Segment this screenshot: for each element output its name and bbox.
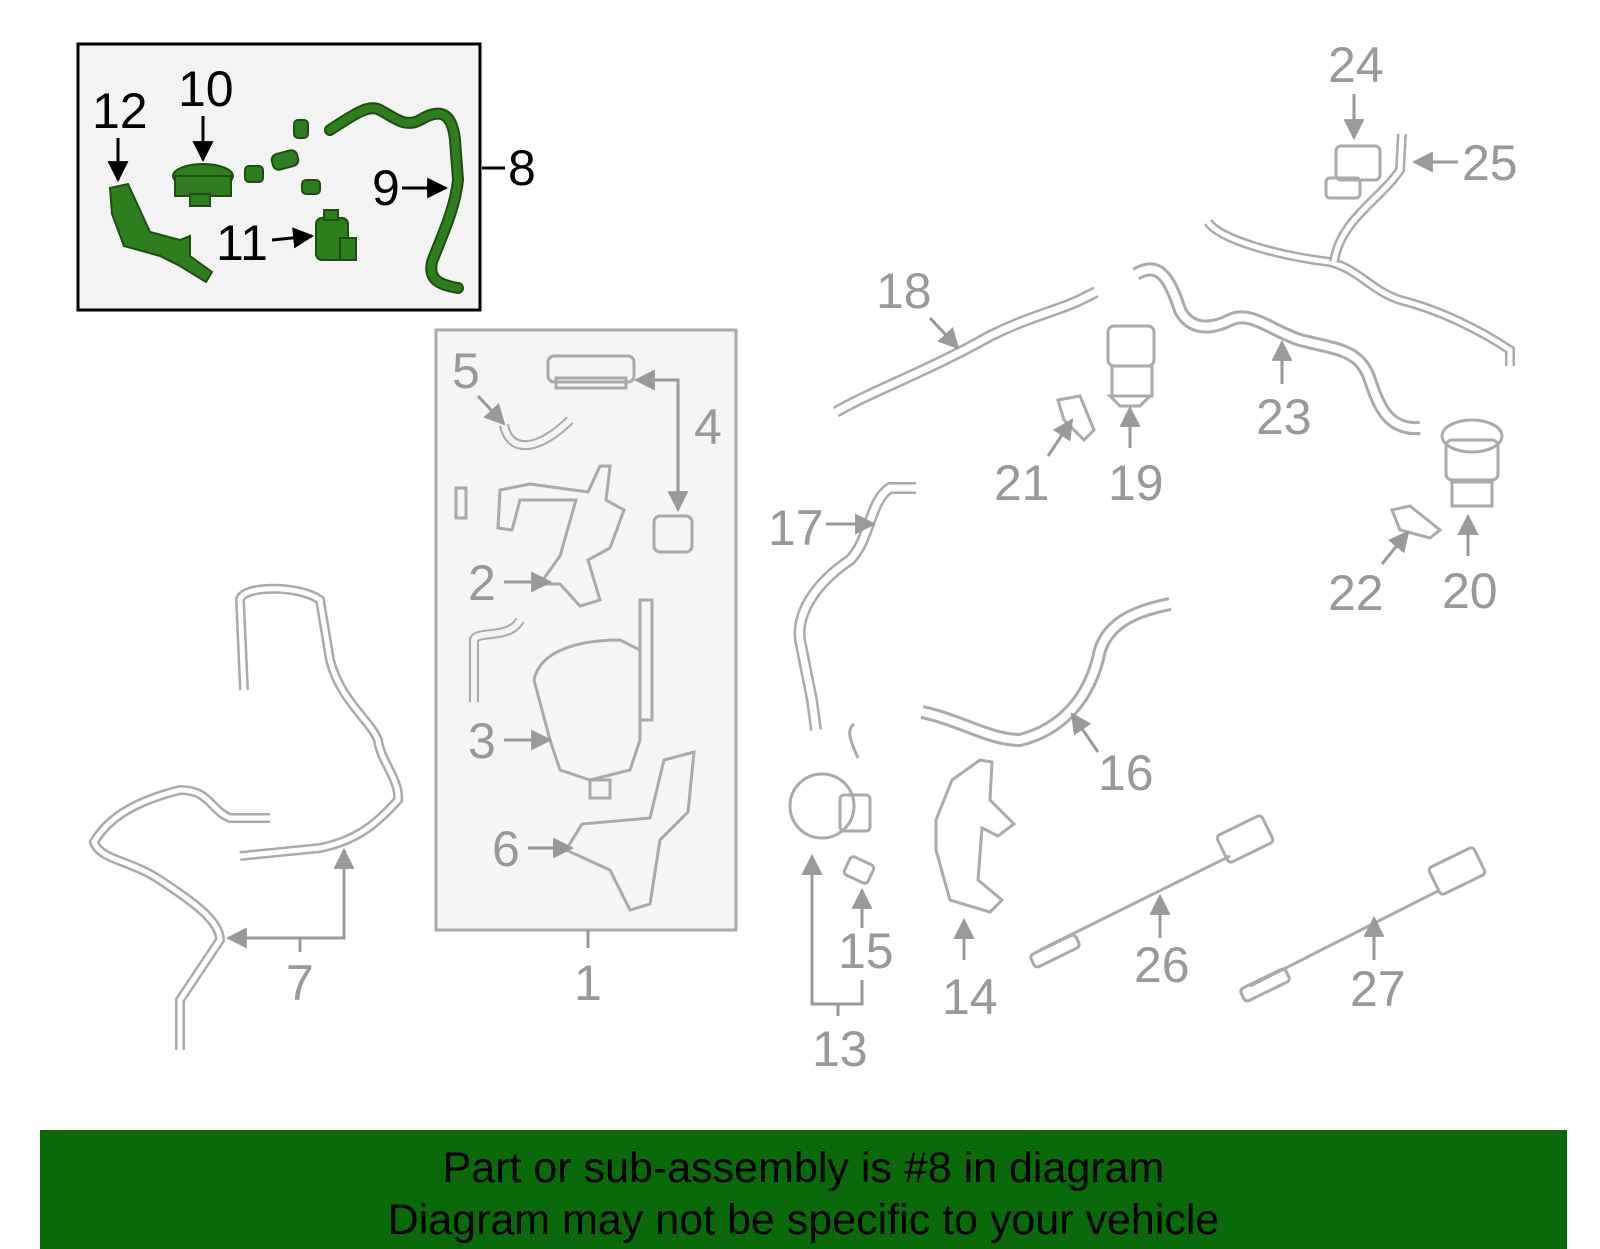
callout-24: 24	[1328, 37, 1384, 93]
callout-19: 19	[1108, 455, 1164, 511]
pipe-18[interactable]	[832, 286, 1099, 418]
callout-25: 25	[1462, 135, 1518, 191]
callout-3: 3	[468, 713, 496, 769]
callout-10: 10	[178, 61, 234, 117]
gasket-21[interactable]	[1056, 394, 1096, 443]
callout-9: 9	[372, 160, 400, 216]
callout-18: 18	[876, 263, 932, 319]
hose-23[interactable]	[1132, 262, 1421, 436]
callout-12: 12	[92, 83, 148, 139]
line-25[interactable]	[1203, 133, 1515, 366]
callout-6: 6	[492, 821, 520, 877]
callout-15: 15	[838, 923, 894, 979]
callout-22: 22	[1328, 565, 1384, 621]
assembly-1-box[interactable]	[434, 328, 738, 932]
callout-1: 1	[574, 955, 602, 1011]
hose-16[interactable]	[920, 597, 1172, 748]
parts-diagram: 12 10 11 9 8 5 4 2 3	[76, 37, 1518, 1077]
callout-27: 27	[1350, 961, 1406, 1017]
oxygen-sensor-27[interactable]	[1239, 846, 1487, 1003]
callout-23: 23	[1256, 389, 1312, 445]
callout-4: 4	[694, 399, 722, 455]
callout-16: 16	[1098, 745, 1154, 801]
callout-20: 20	[1442, 563, 1498, 619]
info-banner: Part or sub-assembly is #8 in diagram Di…	[40, 1130, 1567, 1249]
callout-17: 17	[768, 500, 824, 556]
callout-14: 14	[942, 969, 998, 1025]
bracket-14[interactable]	[934, 758, 1017, 914]
callout-5: 5	[452, 343, 480, 399]
gasket-22[interactable]	[1389, 504, 1443, 540]
banner-line-disclaimer: Diagram may not be specific to your vehi…	[387, 1196, 1220, 1244]
callout-7: 7	[286, 955, 314, 1011]
air-pump-group[interactable]	[788, 482, 916, 885]
valve-10-part	[172, 163, 234, 207]
banner-line-part: Part or sub-assembly is #8 in diagram	[442, 1144, 1165, 1192]
solenoid-11-part	[315, 209, 357, 261]
line-assembly-7[interactable]	[88, 583, 404, 1050]
callout-2: 2	[468, 555, 496, 611]
callout-8: 8	[508, 140, 536, 196]
callout-11: 11	[216, 215, 268, 271]
valve-19[interactable]	[1106, 324, 1156, 408]
solenoid-24[interactable]	[1324, 144, 1382, 200]
oxygen-sensor-26[interactable]	[1029, 814, 1275, 969]
callout-26: 26	[1134, 937, 1190, 993]
bracket-12-part	[108, 182, 214, 284]
fittings	[244, 119, 321, 195]
callout-21: 21	[994, 455, 1050, 511]
valve-20[interactable]	[1440, 418, 1504, 508]
inset-assembly-8[interactable]: 12 10 11 9	[76, 42, 482, 312]
callout-13: 13	[812, 1021, 868, 1077]
